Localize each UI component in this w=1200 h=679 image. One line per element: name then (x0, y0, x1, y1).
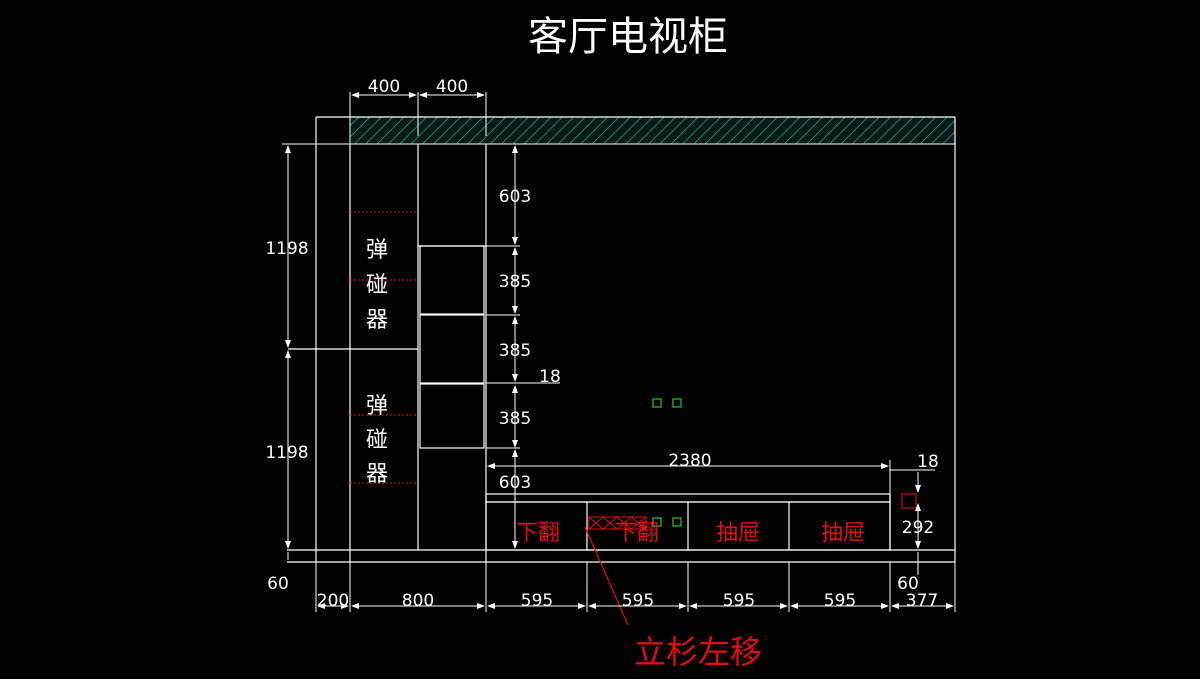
dim-bottom-1: 200 (317, 591, 349, 611)
dim-top-width: 2380 (668, 451, 711, 471)
lower-device-label: 弹 碰 器 (366, 394, 388, 487)
dim-right-height: 292 (902, 518, 934, 538)
dim-top-1: 400 (368, 77, 400, 97)
red-marker-boxes (588, 493, 917, 530)
dim-bottom-7: 377 (906, 591, 938, 611)
dim-bottom-6: 595 (824, 591, 856, 611)
ceiling-hatch (349, 116, 956, 145)
dim-shelf-5: 603 (499, 473, 531, 493)
drawer-label-2: 抽屉 (821, 521, 865, 546)
dim-right-base: 60 (897, 574, 919, 594)
wall-outline (287, 116, 956, 563)
flip-door-label-2: 下翻 (615, 521, 659, 546)
bottom-dimension-line (315, 562, 956, 612)
dim-top-2: 400 (436, 77, 468, 97)
upper-device-label: 弹 碰 器 (366, 238, 388, 333)
dim-shelf-thick: 18 (539, 367, 561, 387)
svg-text:碰: 碰 (366, 428, 388, 453)
svg-text:器: 器 (366, 462, 388, 487)
dim-shelf-4: 385 (499, 409, 531, 429)
dim-shelf-3: 385 (499, 341, 531, 361)
dim-bottom-5: 595 (723, 591, 755, 611)
flip-door-label-1: 下翻 (516, 521, 560, 546)
dim-shelf-1: 603 (499, 187, 531, 207)
dim-right-thick: 18 (917, 452, 939, 472)
dim-bottom-4: 595 (622, 591, 654, 611)
dim-shelf-2: 385 (499, 272, 531, 292)
right-dimension-line (890, 469, 935, 575)
svg-text:弹: 弹 (366, 238, 388, 263)
dim-left-upper: 1198 (265, 239, 308, 259)
low-cabinet (485, 493, 891, 551)
svg-text:碰: 碰 (366, 273, 388, 298)
dim-bottom-2: 800 (402, 591, 434, 611)
note-label: 立杉左移 (634, 633, 762, 671)
green-markers (652, 398, 682, 527)
drawing-title: 客厅电视柜 (528, 14, 728, 60)
dim-left-base: 60 (267, 574, 289, 594)
dim-bottom-3: 595 (521, 591, 553, 611)
svg-text:器: 器 (366, 308, 388, 333)
tall-cabinet (288, 144, 487, 562)
svg-text:弹: 弹 (366, 394, 388, 419)
left-dimension-line (282, 143, 350, 560)
drawer-label-1: 抽屉 (716, 521, 760, 546)
top-dimension-line (349, 92, 487, 136)
dim-left-lower: 1198 (265, 443, 308, 463)
